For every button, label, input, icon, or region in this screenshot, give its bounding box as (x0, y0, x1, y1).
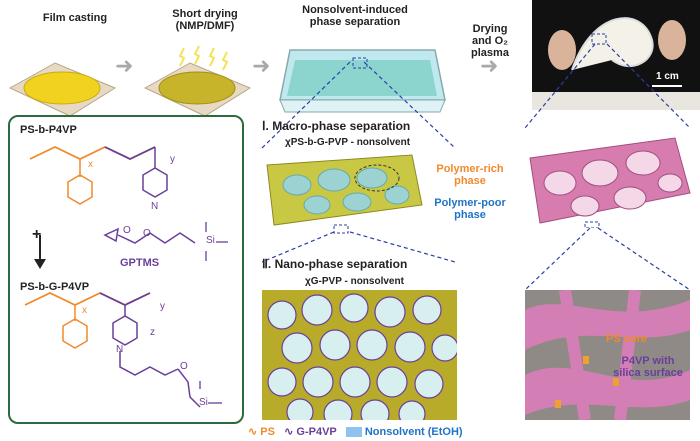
pyridine-n-atom: N (151, 201, 159, 212)
step-nonsolvent-label: Nonsolvent-induced phase separation (285, 4, 425, 28)
ps-legend-swatch: ∿ (248, 426, 258, 438)
step-drying-label: Drying and O₂ plasma (455, 23, 525, 59)
plus-sign: + (32, 226, 42, 243)
polymer-poor-label: Polymer-poor phase (434, 197, 506, 221)
grafted-o-atom: O (180, 361, 188, 372)
ps-core-label: PS core (606, 333, 647, 345)
sub-x-bottom: x (82, 305, 87, 316)
sub-y-top: y (170, 154, 175, 165)
short-drying-line1: Short drying (172, 8, 238, 20)
gptms-label: GPTMS (120, 257, 160, 269)
legend: ∿ PS ∿ G-P4VP Nonsolvent (EtOH) (248, 425, 463, 438)
grafted-n-atom: N (116, 344, 124, 355)
grafted-si-atom: Si (199, 397, 208, 408)
membrane-photo-drawing (532, 17, 700, 110)
nonsolvent-line2: phase separation (309, 16, 401, 28)
p4vp-silica-label: P4VP with silica surface (613, 355, 683, 379)
macro-title: Ⅰ. Macro-phase separation (262, 119, 411, 133)
nano-chi-label: χG-PVP - nonsolvent (305, 276, 404, 287)
sub-x-top: x (88, 159, 93, 170)
scale-bar-label: 1 cm (656, 71, 679, 82)
nonsolvent-line1: Nonsolvent-induced (302, 4, 408, 16)
nano-phase-structure (262, 290, 457, 420)
macro-chi-label: χPS-b-G-PVP - nonsolvent (285, 137, 411, 148)
drying-line2: and O₂ plasma (471, 35, 509, 59)
gptms-si-atom: Si (206, 235, 215, 246)
short-drying-illustration (143, 45, 252, 117)
ps-legend-label: PS (260, 426, 275, 438)
short-drying-line2: (NMP/DMF) (175, 20, 235, 32)
process-arrow-1: ➜ (115, 53, 134, 78)
drying-line1: Drying (472, 23, 508, 35)
membrane-photo: 1 cm (532, 0, 700, 110)
film-casting-illustration (8, 62, 117, 117)
ether-o-atom: O (143, 228, 151, 239)
sub-y-bottom: y (160, 301, 165, 312)
nanopore-detail-render (525, 290, 690, 420)
chemistry-structures (24, 146, 228, 408)
porous-membrane-render (529, 137, 691, 228)
bottom-polymer-label: PS-b-G-P4VP (20, 281, 90, 293)
step-short-drying-label: Short drying (NMP/DMF) (150, 8, 260, 32)
gp4vp-legend-swatch: ∿ (284, 426, 294, 438)
macro-phase-structure (266, 154, 423, 234)
nonsolvent-legend-swatch (345, 427, 362, 438)
epoxide-o-atom: O (123, 225, 131, 236)
gp4vp-legend-label: G-P4VP (296, 426, 337, 438)
step-film-casting-label: Film casting (42, 12, 108, 24)
top-polymer-label: PS-b-P4VP (20, 124, 77, 136)
process-arrow-2: ➜ (252, 53, 271, 78)
polymer-rich-label: Polymer-rich phase (436, 163, 504, 187)
process-arrow-3: ➜ (480, 53, 499, 78)
chemistry-box: PS-b-P4VP x y N + O O Si GPTMS PS-b-G- (8, 115, 244, 424)
sub-z-bottom: z (150, 327, 155, 338)
nano-title: Ⅱ. Nano-phase separation (262, 257, 408, 271)
nonsolvent-legend-label: Nonsolvent (EtOH) (364, 426, 463, 438)
